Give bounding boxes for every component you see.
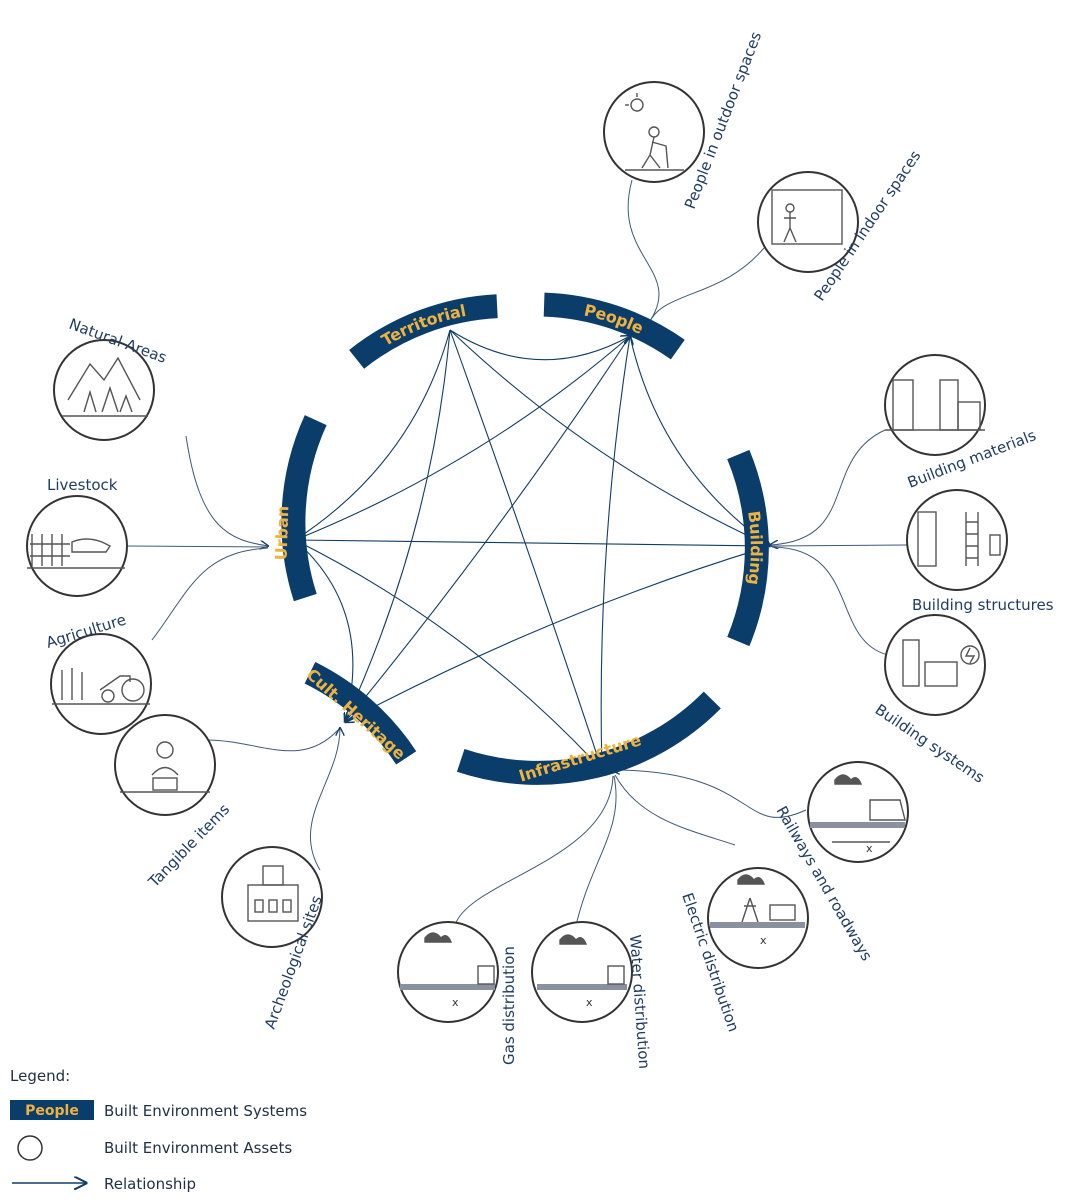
asset-labels: People in outdoor spaces People in indoo… (44, 29, 1054, 1069)
system-arc-heritage[interactable] (304, 662, 417, 765)
mountains-icon (62, 356, 148, 417)
legend-system-swatch (10, 1100, 94, 1120)
relationship-lines (295, 329, 771, 771)
water-icon: x (537, 934, 627, 1009)
legend-title: Legend: (10, 1067, 70, 1085)
system-arc-infrastructure[interactable] (456, 691, 721, 785)
legend-asset-text: Built Environment Assets (104, 1139, 292, 1157)
asset-electric[interactable]: x (707, 867, 809, 969)
label-building-structures: Building structures (912, 596, 1054, 614)
legend-asset-swatch (17, 1135, 43, 1161)
asset-circles: x x x (26, 81, 1008, 1023)
label-livestock: Livestock (47, 476, 118, 494)
svg-text:x: x (452, 996, 459, 1009)
asset-building-materials[interactable] (884, 354, 986, 456)
system-label-urban: Urban (272, 505, 293, 560)
building-systems-icon (902, 639, 980, 687)
asset-livestock[interactable] (26, 495, 128, 597)
svg-text:x: x (866, 842, 873, 855)
asset-tangible[interactable] (114, 714, 216, 816)
label-water: Water distribution (626, 934, 653, 1070)
asset-gas[interactable]: x (397, 921, 499, 1023)
legend: Legend: People Built Environment Systems… (10, 1067, 307, 1193)
legend-system-text: Built Environment Systems (104, 1102, 307, 1120)
system-arc-building[interactable] (727, 449, 769, 647)
asset-water[interactable]: x (531, 921, 633, 1023)
relationship-territorial-heritage (345, 329, 451, 722)
svg-text:x: x (586, 996, 593, 1009)
asset-building-systems[interactable] (884, 614, 986, 716)
system-label-heritage: Cult. Heritage (303, 665, 410, 764)
asset-railways[interactable]: x (807, 761, 909, 863)
relationship-territorial-infrastructure (449, 329, 602, 770)
relationship-building-heritage (345, 545, 771, 722)
system-arc-people[interactable] (543, 292, 685, 360)
relationship-building-urban (295, 540, 771, 547)
legend-system-sample: People (25, 1103, 79, 1119)
system-label-building: Building (745, 510, 767, 587)
electric-icon: x (710, 874, 805, 947)
system-arc-urban[interactable] (281, 415, 327, 602)
asset-agriculture[interactable] (50, 633, 152, 735)
system-arc-territorial[interactable] (349, 294, 498, 369)
relationship-territorial-people (449, 329, 630, 361)
outdoor-person-icon (625, 93, 684, 171)
svg-text:x: x (760, 934, 767, 947)
relationship-people-urban (295, 335, 631, 540)
bust-icon (120, 741, 210, 793)
label-gas: Gas distribution (500, 946, 518, 1065)
asset-archeological[interactable] (221, 846, 323, 948)
castle-icon (247, 865, 299, 922)
relationship-infrastructure-people (600, 336, 630, 771)
asset-natural-areas[interactable] (53, 339, 155, 441)
asset-connectors (127, 179, 909, 931)
gas-icon: x (400, 932, 495, 1009)
legend-relationship-text: Relationship (104, 1175, 196, 1193)
relationship-people-heritage (345, 335, 631, 722)
relationship-territorial-building (449, 329, 770, 546)
asset-building-structures[interactable] (906, 489, 1008, 591)
relationship-territorial-urban (295, 329, 451, 540)
livestock-icon (27, 534, 125, 569)
railway-icon: x (810, 774, 906, 855)
asset-people-outdoor[interactable] (603, 81, 705, 183)
structure-icon (917, 511, 1001, 567)
relationship-infrastructure-urban (295, 540, 603, 771)
relationship-people-building (629, 335, 770, 546)
asset-people-indoor[interactable] (757, 171, 859, 273)
tractor-icon (52, 668, 150, 705)
buildings-icon (885, 379, 985, 431)
indoor-person-icon (771, 189, 843, 245)
system-arcs (281, 292, 769, 785)
